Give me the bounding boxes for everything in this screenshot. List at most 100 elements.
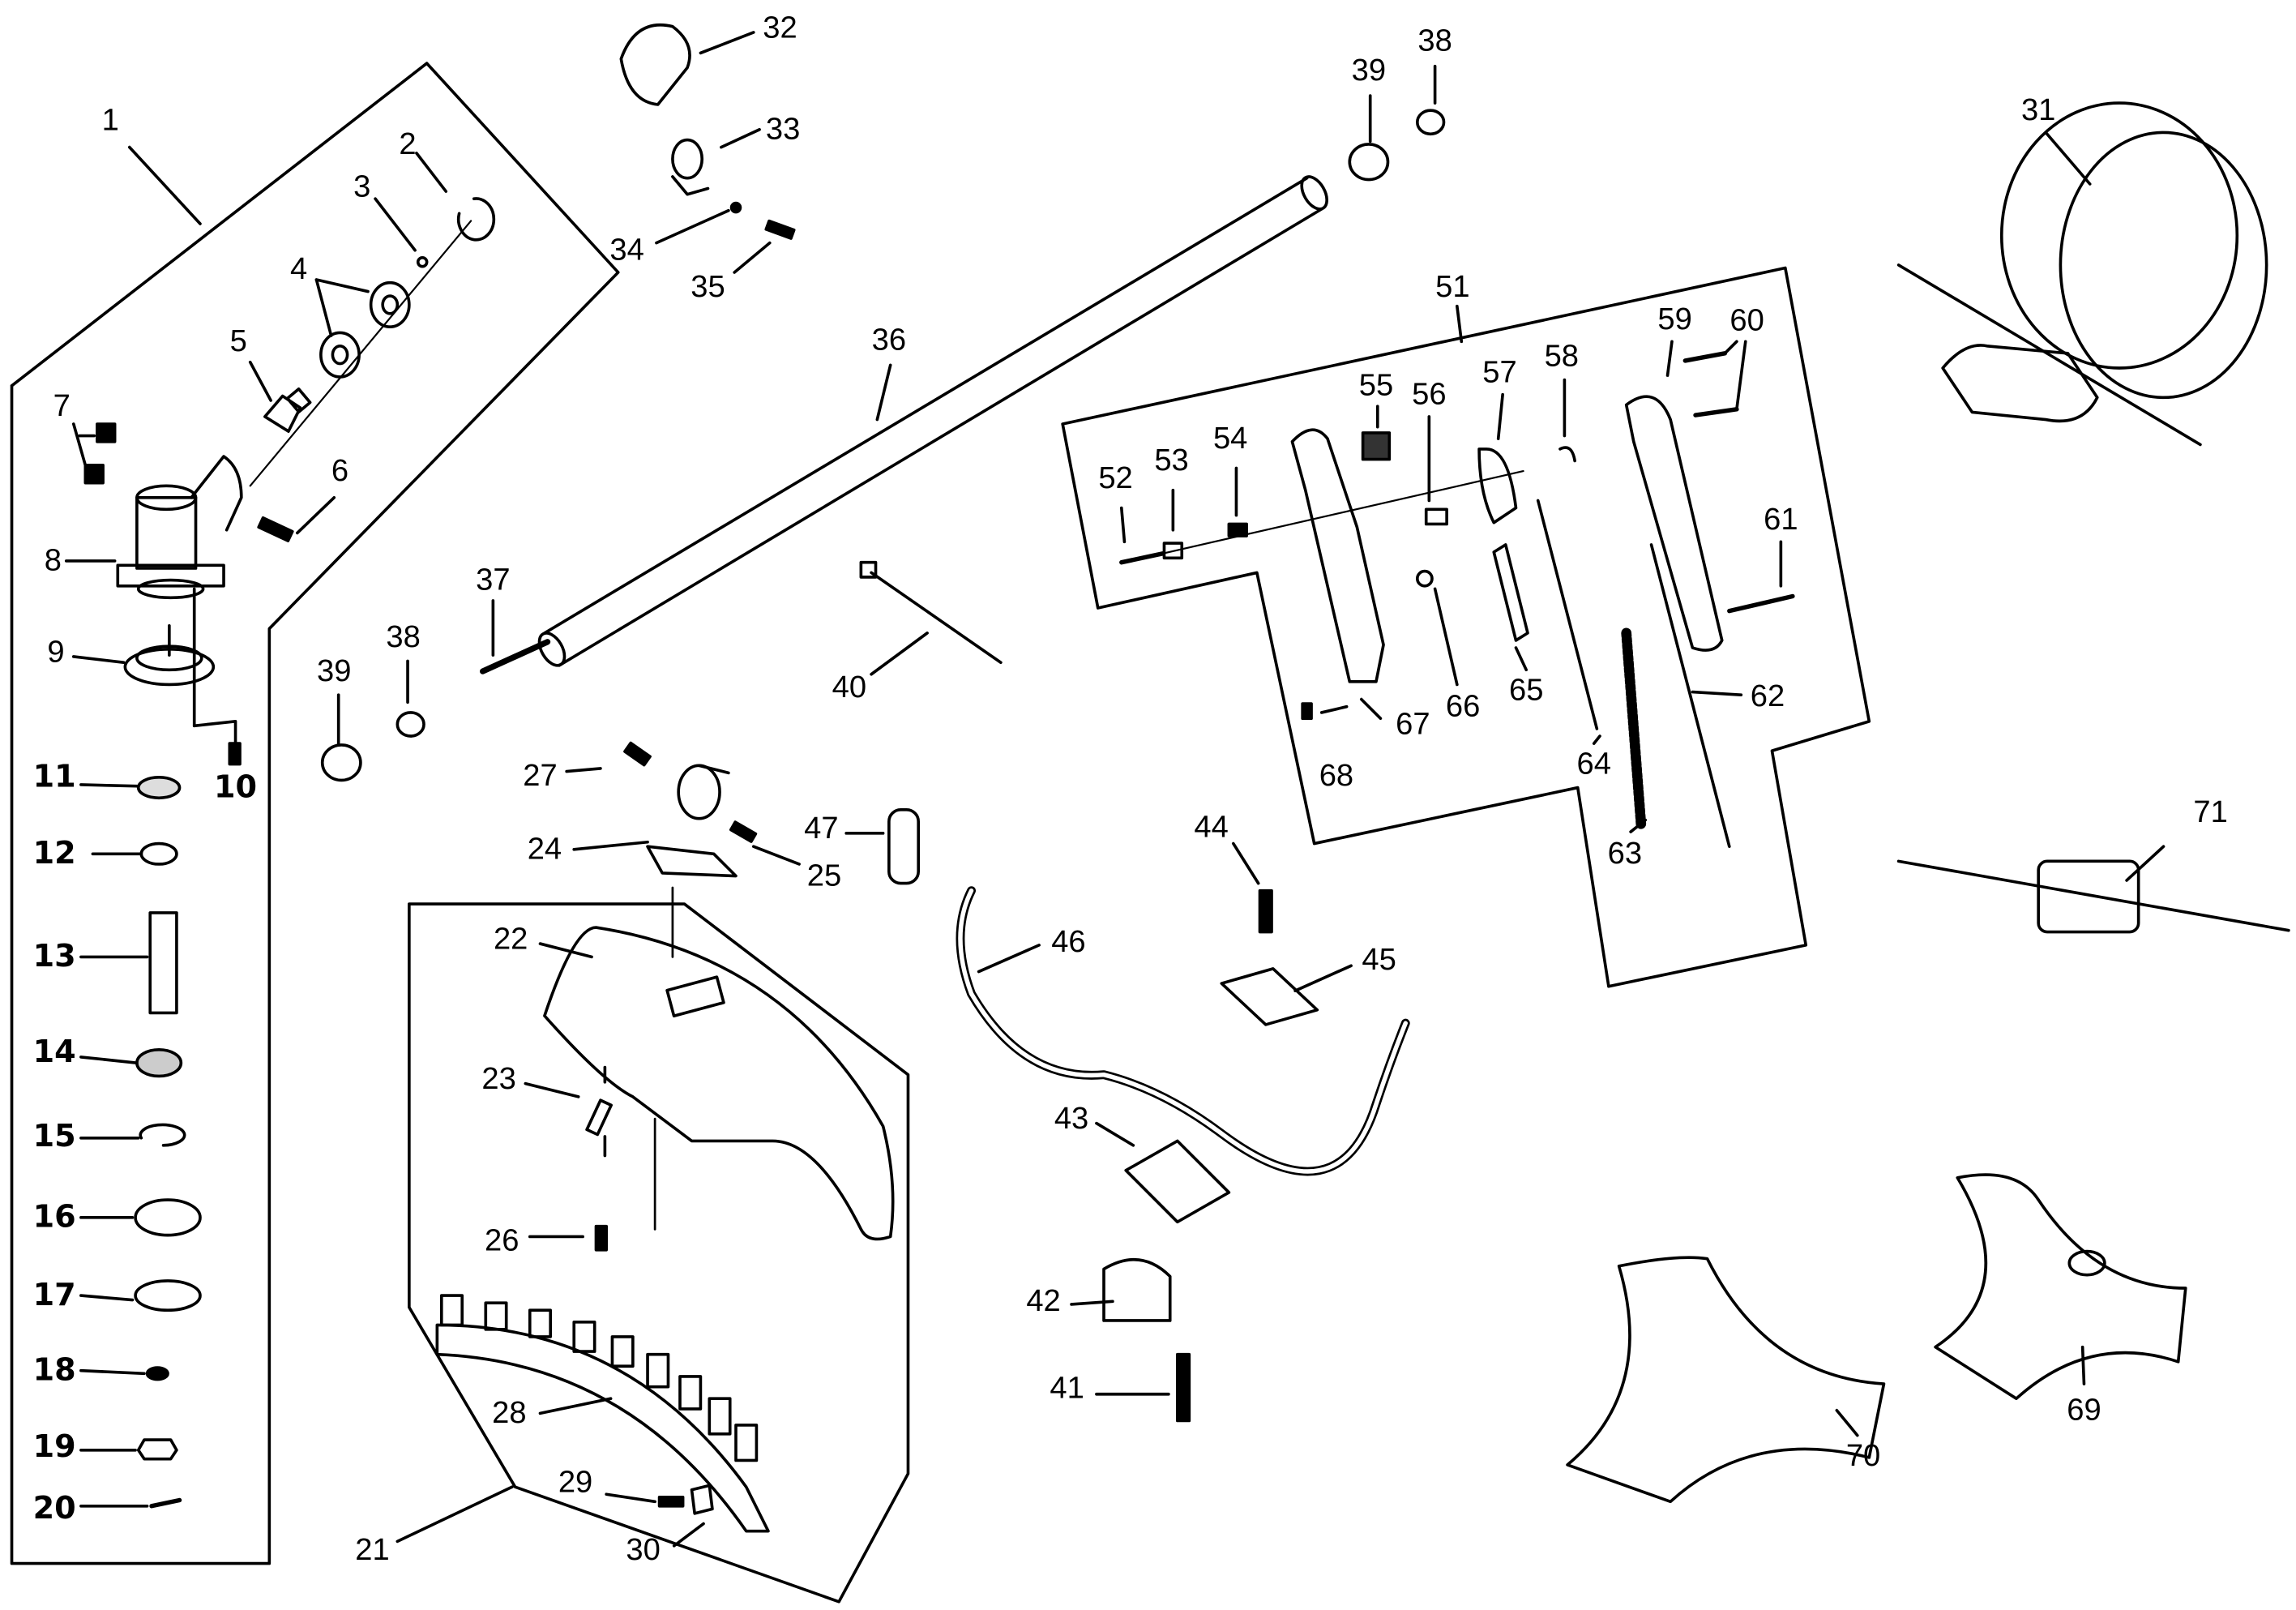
part-callout-52: 52 xyxy=(1098,461,1133,496)
screw-part-10 xyxy=(228,742,242,766)
ring-part-66 xyxy=(1415,569,1434,588)
nut-part-68 xyxy=(1301,702,1313,721)
circlip-part-15 xyxy=(139,1123,186,1147)
part-callout-4: 4 xyxy=(290,252,308,287)
pin-part-56 xyxy=(1424,507,1448,526)
gear-housing-part-8 xyxy=(116,455,243,600)
cup-part-17 xyxy=(134,1279,202,1312)
screw-part-35 xyxy=(764,219,796,240)
bevel-gear-part-5 xyxy=(263,394,302,433)
guard-extension-part-28 xyxy=(435,1294,770,1533)
part-callout-1: 1 xyxy=(101,104,119,138)
part-callout-56: 56 xyxy=(1412,377,1447,412)
part-callout-22: 22 xyxy=(493,922,528,957)
screw-part-26 xyxy=(594,1224,609,1252)
part-callout-37: 37 xyxy=(476,563,511,597)
bolt-part-23 xyxy=(585,1098,613,1137)
part-callout-70: 70 xyxy=(1845,1439,1881,1473)
part-callout-38: 38 xyxy=(386,620,421,655)
lever-part-65 xyxy=(1492,543,1529,642)
leader-51 xyxy=(1456,304,1464,344)
pin-part-20 xyxy=(149,1497,182,1509)
spring-part-58 xyxy=(1558,446,1576,463)
part-callout-38: 38 xyxy=(1417,24,1452,58)
cable-tie-part-40 xyxy=(859,560,1003,665)
part-callout-40: 40 xyxy=(832,670,867,704)
shaft-part-13 xyxy=(148,911,178,1015)
clamp-part-45 xyxy=(1220,967,1319,1026)
wire-part-64 xyxy=(1536,499,1599,730)
bushing-part-53 xyxy=(1162,542,1184,560)
part-callout-18: 18 xyxy=(32,1351,76,1388)
bushing-part-38-upper xyxy=(1415,109,1446,136)
part-callout-44: 44 xyxy=(1194,810,1229,845)
guard-bracket-part-24 xyxy=(646,764,738,878)
screw-part-61 xyxy=(1727,593,1795,614)
part-callout-15: 15 xyxy=(32,1118,76,1154)
switch-part-55 xyxy=(1361,431,1392,461)
part-callout-33: 33 xyxy=(765,112,801,147)
part-callout-17: 17 xyxy=(32,1277,76,1312)
part-callout-24: 24 xyxy=(527,832,562,867)
screw-part-25 xyxy=(729,820,758,843)
handle-assembly-boundary xyxy=(1061,266,1871,988)
part-callout-51: 51 xyxy=(1435,270,1470,305)
clamp-part-33 xyxy=(671,138,710,196)
screw-part-29 xyxy=(657,1496,685,1508)
part-callout-21: 21 xyxy=(355,1533,390,1568)
nut-part-19 xyxy=(136,1438,178,1461)
part-callout-45: 45 xyxy=(1362,943,1396,977)
bushing-part-12 xyxy=(139,841,178,866)
bushing-part-39-upper xyxy=(1348,143,1390,182)
screw-part-6 xyxy=(257,516,294,542)
clamp-half-part-42 xyxy=(1102,1257,1172,1322)
part-callout-25: 25 xyxy=(806,859,842,893)
part-callout-27: 27 xyxy=(523,759,558,793)
screw-part-52 xyxy=(1119,551,1165,565)
handle-housing-part-67 xyxy=(1290,428,1385,683)
bearing-part-4a xyxy=(369,280,411,328)
part-callout-54: 54 xyxy=(1212,422,1248,456)
part-callout-31: 31 xyxy=(2020,93,2056,128)
bearing-part-4b xyxy=(319,331,361,379)
part-callout-8: 8 xyxy=(44,544,62,578)
part-callout-41: 41 xyxy=(1050,1371,1084,1406)
shoulder-strap-part-31 xyxy=(1896,101,2268,447)
part-callout-59: 59 xyxy=(1657,302,1692,336)
part-callout-58: 58 xyxy=(1544,339,1579,374)
leader-21 xyxy=(395,1485,514,1544)
nut-part-34 xyxy=(729,201,742,214)
bushing-part-39-lower xyxy=(320,743,362,782)
part-callout-67: 67 xyxy=(1396,707,1430,742)
blade-part-69 xyxy=(1934,1173,2187,1401)
part-callout-34: 34 xyxy=(609,233,644,268)
circlip-part-2 xyxy=(456,197,496,242)
part-callout-2: 2 xyxy=(399,127,417,161)
part-callout-30: 30 xyxy=(626,1533,661,1568)
blade-part-30 xyxy=(690,1484,714,1515)
part-callout-66: 66 xyxy=(1445,689,1481,724)
bolt-part-44 xyxy=(1258,888,1273,934)
cover-part-9 xyxy=(123,623,216,687)
part-callout-9: 9 xyxy=(47,635,65,670)
part-callout-64: 64 xyxy=(1576,747,1611,781)
drive-tube-part-36 xyxy=(537,175,1328,667)
plug-part-7a xyxy=(96,422,117,443)
screw-part-27 xyxy=(623,741,652,767)
part-callout-62: 62 xyxy=(1750,679,1785,713)
part-callout-13: 13 xyxy=(32,938,76,974)
grip-cover-part-59 xyxy=(1624,395,1724,652)
part-callout-39: 39 xyxy=(1351,54,1387,88)
guard-part-22 xyxy=(543,926,895,1241)
part-callout-14: 14 xyxy=(32,1034,76,1070)
part-callout-3: 3 xyxy=(353,169,371,204)
drive-shaft-part-37 xyxy=(480,639,551,674)
part-callout-57: 57 xyxy=(1482,355,1517,390)
part-callout-28: 28 xyxy=(492,1396,527,1431)
spring-part-63 xyxy=(1621,627,1647,830)
washer-part-18 xyxy=(145,1366,169,1381)
guard-assembly-boundary xyxy=(408,902,910,1604)
blade-part-70 xyxy=(1566,1256,1886,1504)
part-callout-35: 35 xyxy=(691,270,725,305)
